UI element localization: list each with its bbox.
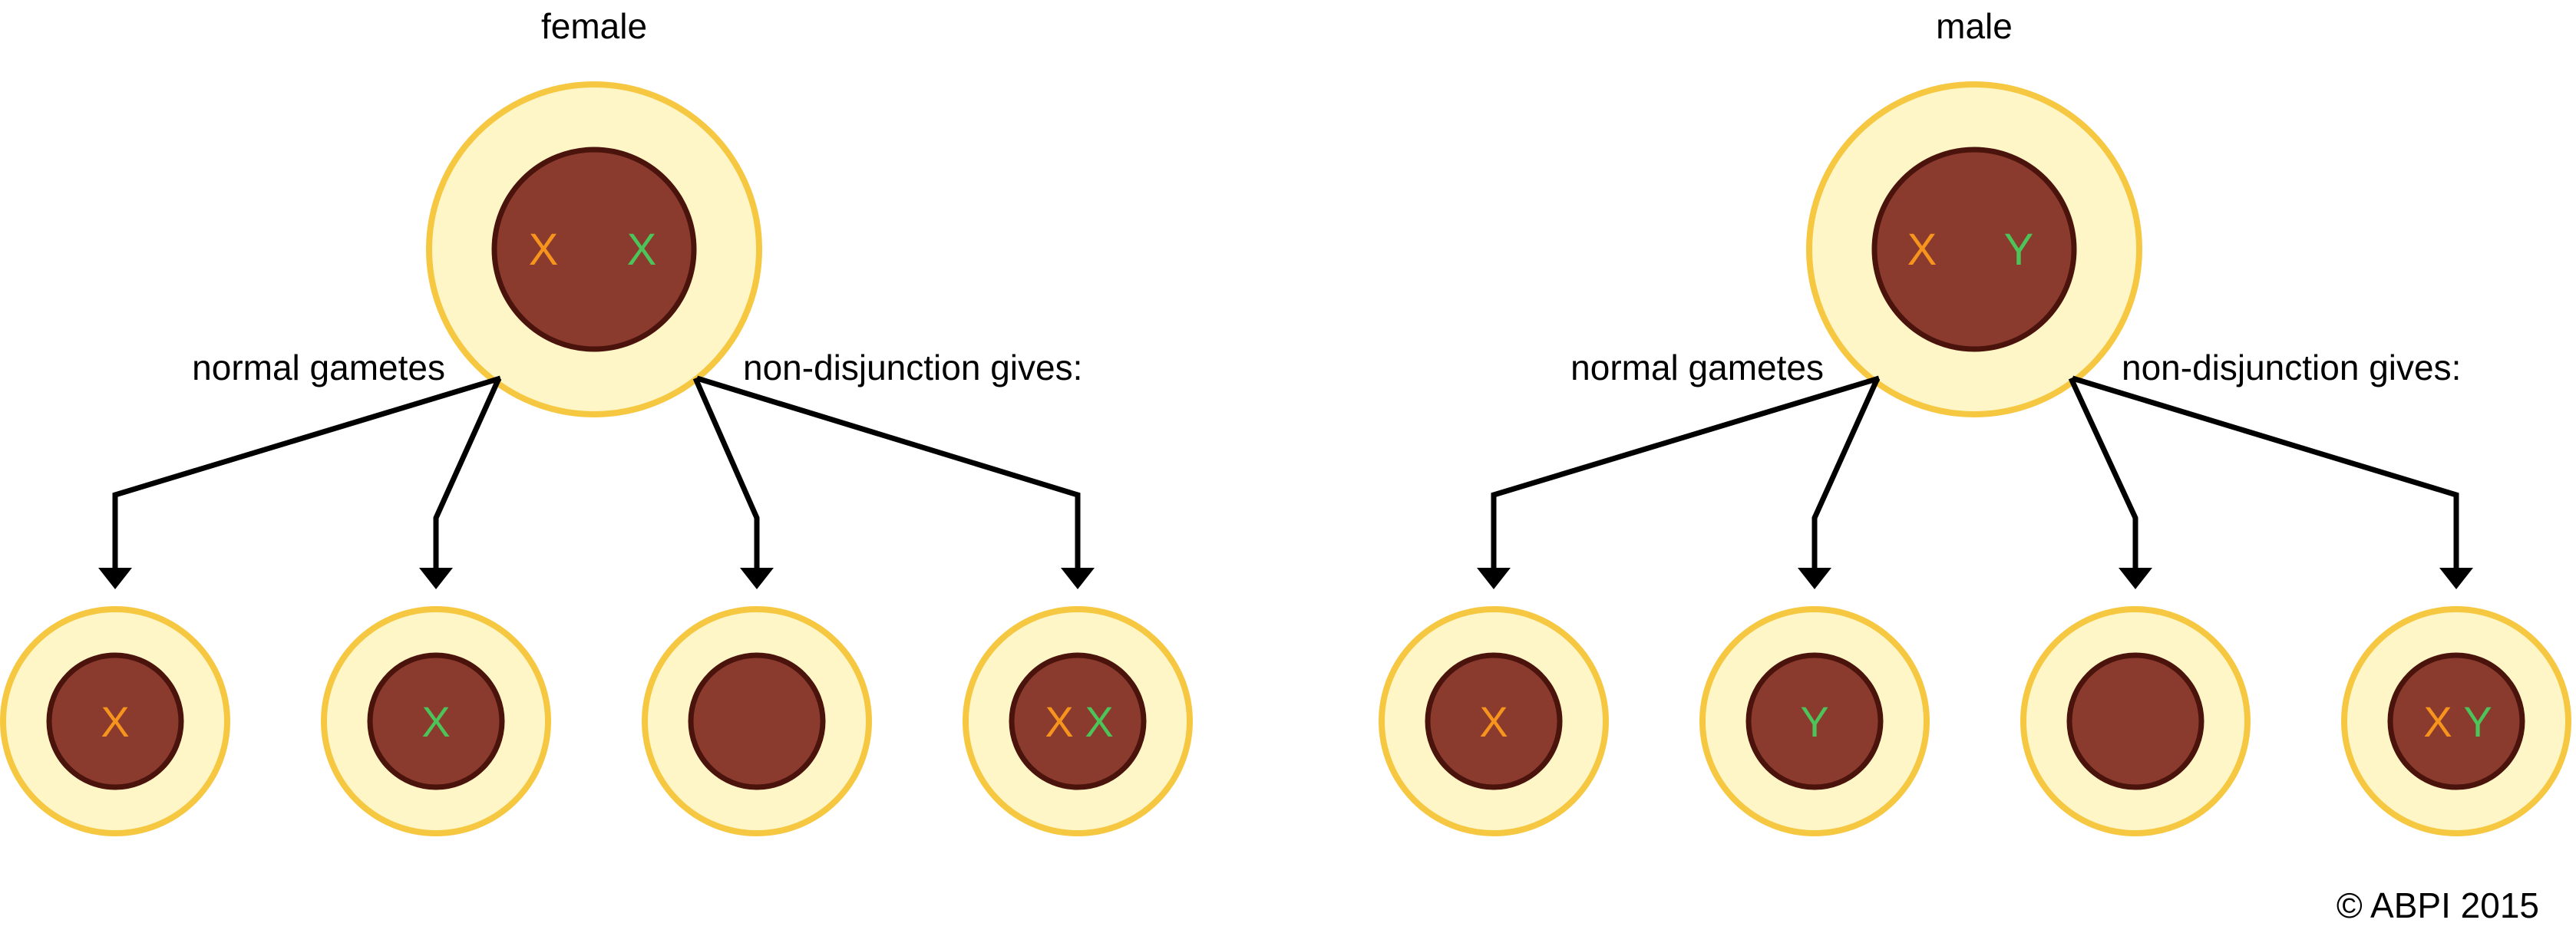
male-gamete-1: X (1379, 606, 1609, 836)
male-arrow-4 (2071, 375, 2459, 568)
male-arrowhead-4 (2439, 568, 2473, 589)
female-gamete-3 (642, 606, 872, 836)
female-normal-gametes-label: normal gametes (192, 348, 445, 387)
female-arrows (98, 375, 1095, 589)
male-arrowhead-1 (1477, 568, 1511, 589)
female-arrow-1 (112, 375, 502, 568)
male-arrows (1477, 375, 2473, 589)
copyright-notice: © ABPI 2015 (2337, 885, 2539, 925)
gamete-chrom1: X (1479, 697, 1508, 746)
male-parent-chrom1: X (1907, 225, 1937, 275)
gamete-chrom1: X (2423, 697, 2452, 746)
female-parent-cell: X X (426, 81, 762, 417)
gamete-chrom1: X (101, 697, 129, 746)
male-arrow-1 (1491, 375, 1881, 568)
male-parent-nucleus (1871, 147, 2077, 352)
gamete-chrom2: X (421, 697, 450, 746)
male-parent-cell: X Y (1806, 81, 2142, 417)
male-arrow-3 (2068, 377, 2138, 568)
gamete-nucleus (2387, 652, 2525, 790)
male-gamete-4: X Y (2341, 606, 2571, 836)
gamete-nucleus (1745, 652, 1884, 790)
male-arrowhead-2 (1798, 568, 1831, 589)
male-group: male X Y normal gametes non-disjunction … (1379, 6, 2571, 836)
female-arrow-2 (433, 377, 502, 568)
female-parent-chrom2: X (627, 225, 657, 275)
female-arrowhead-1 (98, 568, 132, 589)
gamete-chrom2: Y (2463, 697, 2492, 746)
female-arrowhead-2 (419, 568, 453, 589)
male-normal-gametes-label: normal gametes (1570, 348, 1824, 387)
gamete-chrom2: X (1085, 697, 1113, 746)
female-parent-nucleus (491, 147, 697, 352)
male-parent-chrom2: Y (2004, 225, 2034, 275)
gamete-chrom2: Y (1800, 697, 1828, 746)
gamete-nucleus (1425, 652, 1563, 790)
female-arrow-4 (695, 375, 1081, 568)
male-arrowhead-3 (2119, 568, 2152, 589)
female-parent-chrom1: X (529, 225, 559, 275)
female-arrowhead-3 (740, 568, 774, 589)
male-title: male (1936, 6, 2013, 46)
gamete-nucleus (2066, 652, 2204, 790)
gamete-nucleus (367, 652, 505, 790)
female-group: female X X normal gametes non-disjunctio… (0, 6, 1193, 836)
male-gamete-2: Y (1699, 606, 1930, 836)
female-title: female (541, 6, 647, 46)
female-arrow-3 (692, 377, 760, 568)
male-arrow-2 (1811, 377, 1881, 568)
female-nondisjunction-label: non-disjunction gives: (743, 348, 1082, 387)
female-gamete-1: X (0, 606, 230, 836)
male-gamete-3 (2020, 606, 2251, 836)
gamete-chrom1: X (1045, 697, 1073, 746)
female-gamete-4: X X (963, 606, 1193, 836)
gamete-nucleus (46, 652, 184, 790)
female-gamete-2: X (321, 606, 551, 836)
gamete-nucleus (1009, 652, 1147, 790)
gamete-nucleus (688, 652, 826, 790)
male-nondisjunction-label: non-disjunction gives: (2122, 348, 2461, 387)
female-arrowhead-4 (1061, 568, 1095, 589)
